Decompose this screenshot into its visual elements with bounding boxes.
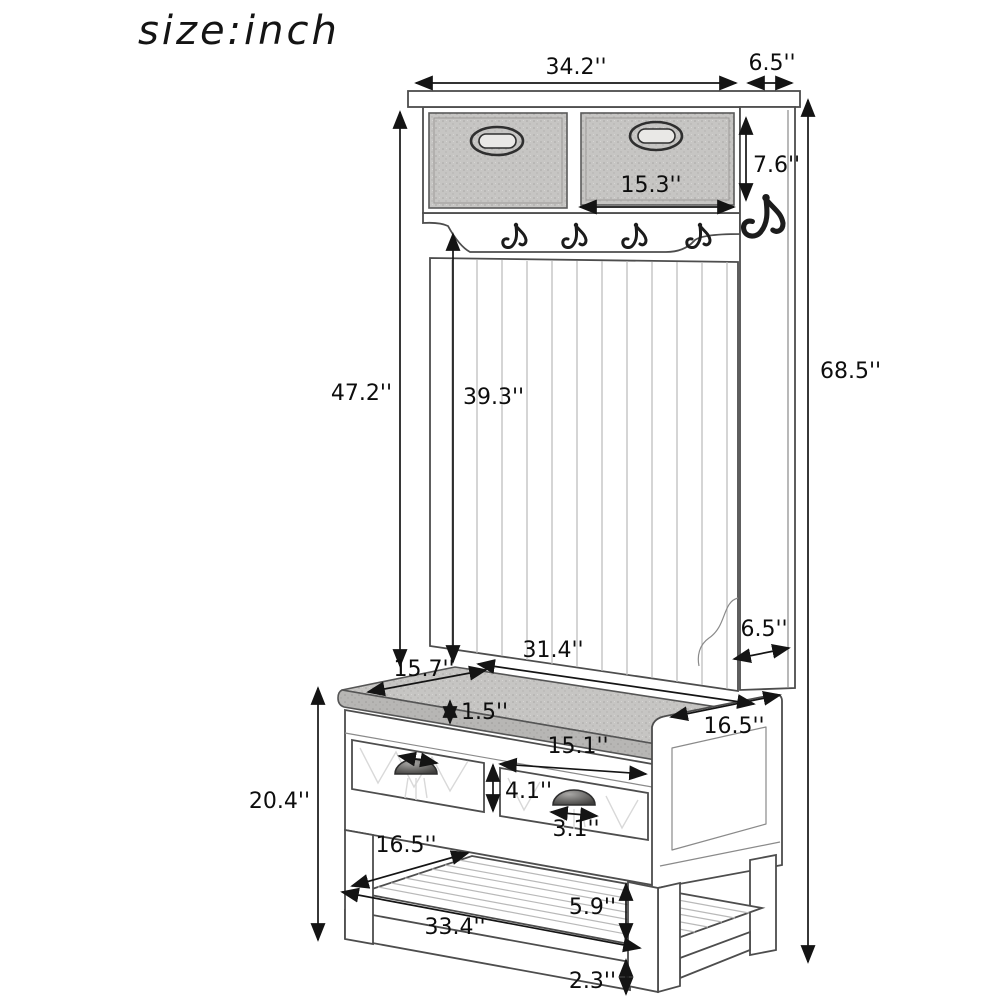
dim-seat-depth: 15.7''	[366, 657, 488, 697]
beadboard-back-panel	[429, 257, 739, 693]
bench-drawer-right	[499, 766, 649, 842]
dim-back-section-height: 47.2''	[331, 110, 408, 668]
dim-bench-bottom-width: 33.4''	[340, 887, 642, 953]
dim-label: 39.3''	[463, 385, 524, 410]
dim-bench-height: 20.4''	[249, 686, 326, 942]
dim-top-width: 34.2''	[414, 55, 738, 91]
dim-bench-side-depth: 16.5''	[669, 690, 782, 739]
top-board	[407, 90, 801, 108]
dim-label: 20.4''	[249, 789, 310, 814]
dim-cushion-thickness: 1.5''	[442, 699, 508, 725]
dim-label: 16.5''	[375, 833, 436, 858]
dim-label: 2.3''	[569, 969, 616, 994]
dim-bench-drawer-width: 15.1''	[498, 734, 648, 781]
dim-label: 68.5''	[820, 359, 881, 384]
dim-label: 15.3''	[620, 173, 681, 198]
dim-label: 6.5''	[740, 617, 787, 642]
dim-label: 4.1''	[505, 779, 552, 804]
fabric-bin-left	[428, 112, 568, 209]
dim-upper-bin-height: 7.6''	[738, 116, 800, 202]
grommet-handle-icon	[628, 120, 684, 152]
dim-top-depth: 6.5''	[746, 51, 796, 91]
dim-label: 16.5''	[703, 714, 764, 739]
dim-label: 7.6''	[753, 153, 800, 178]
dim-label: 15.1''	[547, 734, 608, 759]
dim-label: 1.5''	[461, 700, 508, 725]
dim-upper-bin-width: 15.3''	[578, 173, 736, 215]
side-bottom-rail	[679, 930, 751, 980]
dim-shelf-clearance: 5.9''	[569, 882, 634, 942]
grommet-handle-icon	[469, 125, 525, 157]
dimension-annotations: 34.2'' 6.5'' 7.6'' 15.3'' 47.2'' 39.3'' …	[249, 51, 881, 996]
dim-label: 47.2''	[331, 381, 392, 406]
front-left-leg	[344, 828, 374, 946]
dim-foot-height: 2.3''	[569, 958, 634, 996]
dim-overall-height: 68.5''	[800, 98, 881, 964]
front-right-leg	[627, 880, 681, 994]
upper-cabinet	[422, 106, 741, 214]
dim-shelf-depth: 16.5''	[350, 833, 470, 889]
page-title: size:inch	[138, 8, 340, 54]
dim-bench-drawer-height: 4.1''	[485, 763, 552, 813]
dim-panel-height: 39.3''	[445, 232, 524, 664]
dim-label: 31.4''	[522, 638, 583, 663]
right-side-panel	[739, 106, 796, 691]
dim-label: 34.2''	[545, 55, 606, 80]
dim-label: 15.7''	[393, 657, 454, 682]
dim-label: 3.1''	[552, 817, 599, 842]
dim-handle-width: 3.1''	[549, 806, 600, 842]
dim-label: 6.5''	[748, 51, 795, 76]
cup-handle-icon	[552, 789, 596, 829]
fabric-bin-right	[580, 112, 735, 206]
dim-label: 33.4''	[424, 915, 485, 940]
rear-right-leg	[749, 853, 777, 957]
handle-width-arrow	[397, 751, 439, 768]
dim-label: 5.9''	[569, 895, 616, 920]
dim-side-panel-depth: 6.5''	[732, 617, 791, 664]
